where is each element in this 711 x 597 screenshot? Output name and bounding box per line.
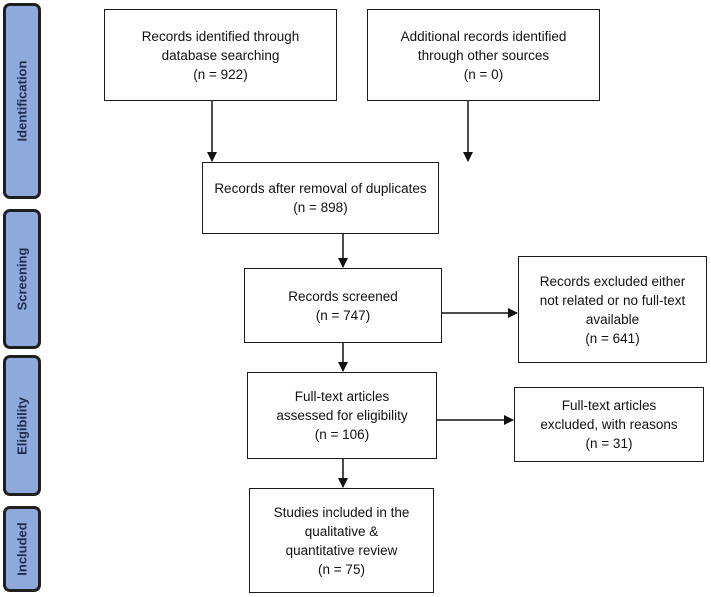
box-count: (n = 747): [315, 307, 371, 323]
box-text: Records screened: [288, 288, 398, 304]
phase-screening-tab: Screening: [3, 209, 41, 349]
full-text-assessed-box: Full-text articles assessed for eligibil…: [247, 372, 437, 459]
box-text: assessed for eligibility: [276, 408, 408, 423]
box-text: available: [585, 311, 640, 327]
box-text: quantitative review: [285, 542, 398, 558]
box-text: database searching: [161, 47, 280, 63]
box-count: (n = 641): [585, 330, 640, 346]
box-count: (n = 922): [193, 66, 248, 82]
records-screened-box: Records screened (n = 747): [244, 268, 442, 343]
box-count: (n = 75): [318, 561, 365, 577]
box-count: (n = 31): [585, 436, 633, 451]
box-text: Records after removal of duplicates: [214, 181, 427, 196]
records-after-duplicates-box: Records after removal of duplicates (n =…: [202, 162, 439, 234]
full-text-excluded-box: Full-text articles excluded, with reason…: [514, 387, 704, 462]
phase-eligibility-tab: Eligibility: [3, 355, 41, 496]
box-text: qualitative &: [304, 523, 379, 539]
box-text: Records identified through: [141, 28, 300, 44]
box-count: (n = 0): [463, 66, 504, 82]
box-text: through other sources: [417, 47, 550, 63]
phase-included-tab: Included: [3, 506, 41, 592]
records-excluded-box: Records excluded either not related or n…: [518, 256, 707, 363]
box-text: Records excluded either: [539, 273, 686, 289]
box-count: (n = 898): [293, 200, 348, 215]
records-database-box: Records identified through database sear…: [104, 9, 337, 101]
box-text: Full-text articles: [561, 398, 657, 413]
box-text: Full-text articles: [294, 389, 390, 404]
box-text: Additional records identified: [400, 28, 567, 44]
box-text: excluded, with reasons: [540, 417, 678, 432]
box-text: not related or no full-text: [539, 292, 686, 308]
box-text: Studies included in the: [273, 504, 410, 520]
studies-included-box: Studies included in the qualitative & qu…: [249, 488, 434, 593]
box-count: (n = 106): [314, 427, 370, 442]
records-other-sources-box: Additional records identified through ot…: [367, 9, 600, 101]
phase-identification-tab: Identification: [3, 3, 41, 199]
